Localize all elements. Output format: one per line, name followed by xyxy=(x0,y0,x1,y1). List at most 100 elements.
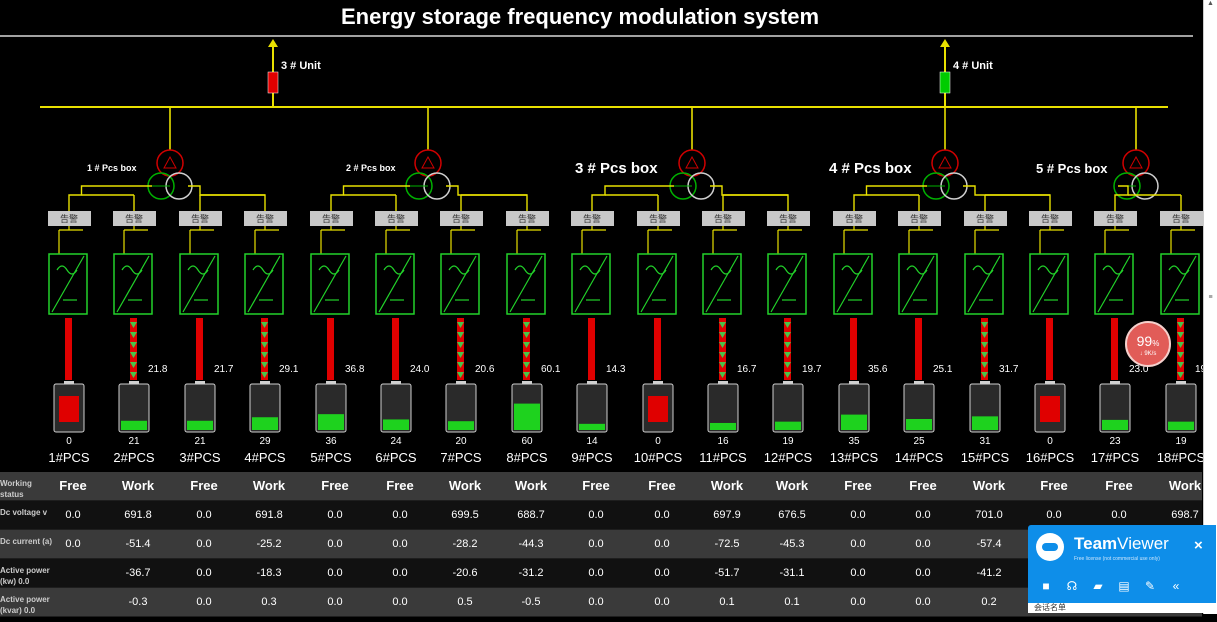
branch-bus xyxy=(330,185,410,211)
flow-arrow-icon xyxy=(981,362,988,368)
branch-bus xyxy=(446,185,528,211)
battery-soc-value: 0 xyxy=(655,436,661,447)
transformer-primary-icon xyxy=(156,149,184,177)
alarm-label: 告警 xyxy=(583,213,601,224)
flow-arrow-icon xyxy=(130,362,137,368)
flow-arrow-icon xyxy=(784,322,791,328)
table-cell: 0.0 xyxy=(588,538,604,550)
converter-icon xyxy=(1029,253,1069,315)
alarm-indicator xyxy=(506,211,549,226)
dc-link-bar xyxy=(1046,318,1053,380)
table-cell: 0.0 xyxy=(392,509,408,521)
dc-link-bar xyxy=(1111,318,1118,380)
ac-wave-icon xyxy=(448,265,470,275)
table-cell: 0.0 xyxy=(588,509,604,521)
table-cell: Work xyxy=(710,478,744,493)
table-cell: 0.0 xyxy=(654,538,670,550)
flow-arrow-icon xyxy=(261,322,268,328)
teamviewer-name: TeamViewer xyxy=(1074,534,1169,553)
flow-arrow-icon xyxy=(719,352,726,358)
headset-icon[interactable]: ☊ xyxy=(1066,579,1078,593)
flow-arrow-icon xyxy=(784,352,791,358)
dc-link-bar xyxy=(196,318,203,380)
table-cell: Work xyxy=(252,478,286,493)
collapse-icon[interactable]: « xyxy=(1172,579,1180,593)
battery-fill xyxy=(383,419,409,430)
file-icon[interactable]: ▤ xyxy=(1118,579,1130,593)
scroll-up-icon[interactable]: ▲ xyxy=(1207,0,1214,7)
pcs-name: 6#PCS xyxy=(375,450,417,465)
network-speed-gauge[interactable]: 99% ↓ 9K/s xyxy=(1125,321,1171,367)
converter-icon xyxy=(313,255,347,313)
converter-icon xyxy=(1097,255,1131,313)
alarm-label: 告警 xyxy=(779,213,797,224)
converter-icon xyxy=(375,253,415,315)
converter-icon xyxy=(637,253,677,315)
converter-icon xyxy=(833,253,873,315)
table-cell: 0.0 xyxy=(65,538,81,550)
table-cell: 0.0 xyxy=(327,567,343,579)
alarm-indicator xyxy=(113,211,156,226)
battery-terminal xyxy=(1176,381,1186,384)
table-cell: -51.7 xyxy=(714,567,740,579)
session-list[interactable]: 会话名单 xyxy=(1028,603,1216,613)
flow-arrow-icon xyxy=(719,362,726,368)
battery-terminal xyxy=(849,381,859,384)
converter-icon xyxy=(967,255,1001,313)
table-cell: 0.0 xyxy=(588,567,604,579)
flow-arrow-icon xyxy=(130,322,137,328)
battery-soc-value: 0 xyxy=(66,436,72,447)
table-cell: Free xyxy=(909,478,937,493)
alarm-indicator xyxy=(1160,211,1203,226)
alarm-label: 告警 xyxy=(452,213,470,224)
converter-icon xyxy=(247,255,281,313)
table-cell xyxy=(40,588,106,616)
alarm-label: 告警 xyxy=(191,213,209,224)
flow-arrow-icon xyxy=(981,342,988,348)
table-cell: -20.6 xyxy=(452,567,478,579)
table-cell: Free xyxy=(1105,478,1133,493)
close-icon[interactable]: × xyxy=(1194,537,1203,554)
flow-arrow-icon xyxy=(981,332,988,338)
transformer-primary-icon xyxy=(1122,149,1150,177)
ac-wave-icon xyxy=(514,265,536,275)
chat-icon[interactable]: ▰ xyxy=(1093,579,1103,593)
vertical-scrollbar[interactable]: ▲ ≡ ▼ xyxy=(1203,0,1217,614)
camera-icon[interactable]: ■ xyxy=(1042,579,1050,593)
converter-icon xyxy=(244,253,284,315)
alarm-indicator xyxy=(571,211,614,226)
flow-arrow-icon xyxy=(523,372,530,378)
dc-link-bar xyxy=(784,318,791,380)
battery-fill xyxy=(252,417,278,430)
dc-current-value: 23.0 xyxy=(1129,364,1149,375)
dc-current-value: 31.7 xyxy=(999,364,1019,375)
flow-arrow-icon xyxy=(523,352,530,358)
dc-current-value: 20.6 xyxy=(475,364,495,375)
battery-fill xyxy=(841,414,867,430)
alarm-indicator xyxy=(964,211,1007,226)
pen-icon[interactable]: ✎ xyxy=(1144,579,1156,593)
teamviewer-license: Free license (not commercial use only) xyxy=(1074,556,1160,562)
battery-terminal xyxy=(522,381,532,384)
table-cell: 688.7 xyxy=(517,509,545,521)
table-cell: 0.0 xyxy=(392,538,408,550)
battery-fill xyxy=(448,421,474,430)
transformer-primary-icon xyxy=(414,149,442,177)
battery-terminal xyxy=(391,381,401,384)
alarm-label: 告警 xyxy=(1106,213,1124,224)
alarm-indicator xyxy=(1094,211,1137,226)
alarm-indicator xyxy=(244,211,287,226)
row-label: Dc voltage v xyxy=(0,508,48,517)
row-label: Working status xyxy=(0,479,32,499)
flow-arrow-icon xyxy=(1177,362,1184,368)
transformer-primary-icon xyxy=(931,149,959,177)
scroll-thumb[interactable]: ≡ xyxy=(1208,294,1213,301)
battery-fill xyxy=(775,421,801,430)
converter-icon xyxy=(440,253,480,315)
converter-icon xyxy=(767,253,807,315)
converter-icon xyxy=(574,255,608,313)
pcs-name: 4#PCS xyxy=(244,450,286,465)
table-cell: 0.0 xyxy=(392,596,408,608)
